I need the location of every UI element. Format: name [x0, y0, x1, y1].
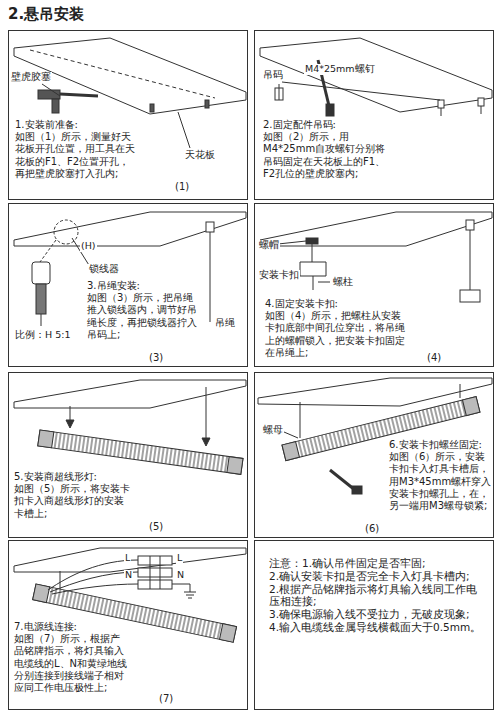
step-text: 3.确保电源输入线不受拉力，无破皮现象; — [269, 608, 485, 621]
step-text: 如图（2）所示，用M4*25mm自攻螺钉分别将吊码固定在天花板上的F1、F2孔位… — [263, 131, 388, 180]
step-text: 如图（7）所示，根据产品铭牌指示，将灯具输入电缆线的L、N和黄绿地线分别连接到接… — [14, 633, 128, 694]
part-label: 螺母 — [262, 425, 284, 436]
step-panel: 4.固定安装卡扣:如图（4）所示，把螺柱从安装卡扣底部中间孔位穿出，将吊绳上的螺… — [254, 203, 494, 367]
callout-number: (4) — [427, 352, 441, 364]
part-label: 安装卡扣 — [258, 270, 300, 281]
step-text: 如图（6）所示，安装卡扣卡入灯具卡槽后，用M3*45mm螺杆穿入安装卡扣螺孔上，… — [389, 451, 493, 512]
step-text: 4.输入电缆线金属导线横截面大于0.5mm。 — [269, 621, 485, 634]
step-heading: 4.固定安装卡扣: — [265, 298, 405, 310]
part-label: 比例：H 5:1 — [14, 330, 71, 341]
callout-number: (6) — [365, 523, 379, 535]
step-text: 2.根据产品铭牌指示将灯具输入线同工作电压相连接; — [269, 583, 485, 609]
part-label: 吊绳 — [214, 318, 236, 329]
page-title: 2.悬吊安装 — [8, 5, 84, 23]
part-label: 吊码 — [262, 70, 284, 81]
part-label: (H) — [80, 241, 97, 252]
part-label: 螺帽 — [258, 240, 280, 251]
step-panel: 2.固定配件吊码:如图（2）所示，用M4*25mm自攻螺钉分别将吊码固定在天花板… — [254, 30, 494, 200]
step-panel: 7.电源线连接:如图（7）所示，根据产品铭牌指示，将灯具输入电缆线的L、N和黄绿… — [8, 540, 248, 710]
step-panel: 1.安装前准备:如图（1）所示，测量好天花板开孔位置，用工具在天花板的F1、F2… — [8, 30, 248, 200]
part-label: 天花板 — [184, 150, 216, 161]
part-label: N — [176, 570, 185, 581]
part-label: 螺柱 — [332, 277, 354, 288]
callout-number: (5) — [149, 521, 163, 533]
step-text: 如图（1）所示，测量好天花板开孔位置，用工具在天花板的F1、F2位置开孔，再把壁… — [15, 131, 135, 180]
step-heading: 1.安装前准备: — [15, 119, 135, 131]
part-label: N — [124, 570, 133, 581]
step-heading: 7.电源线连接: — [14, 621, 128, 633]
step-heading: 6.安装卡扣螺丝固定: — [389, 439, 493, 451]
part-label: L — [124, 553, 131, 564]
step-text: 如图（5）所示，将安装卡扣卡入商超线形灯的安装卡槽上; — [14, 483, 132, 520]
step-heading: 3.吊绳安装: — [87, 280, 197, 292]
step-text: 如图（3）所示，把吊绳推入锁线器内，调节好吊绳长度，再把锁线器拧入吊码上; — [87, 292, 197, 341]
step-heading: 2.固定配件吊码: — [263, 119, 388, 131]
step-panel: 注意：1.确认吊件固定是否牢固;2.确认安装卡扣是否完全卡入灯具卡槽内;2.根据… — [254, 540, 494, 710]
step-heading: 注意：1.确认吊件固定是否牢固; — [269, 557, 485, 570]
part-label: M4*25mm螺钉 — [304, 64, 376, 75]
step-heading: 5.安装商超线形灯: — [14, 471, 132, 483]
step-text: 2.确认安装卡扣是否完全卡入灯具卡槽内; — [269, 570, 485, 583]
part-label: 锁线器 — [88, 264, 120, 275]
callout-number: (3) — [149, 352, 163, 364]
part-label: 壁虎胶塞 — [10, 72, 52, 83]
step-panel: 3.吊绳安装:如图（3）所示，把吊绳推入锁线器内，调节好吊绳长度，再把锁线器拧入… — [8, 203, 248, 367]
part-label: L — [176, 553, 183, 564]
step-panel: 6.安装卡扣螺丝固定:如图（6）所示，安装卡扣卡入灯具卡槽后，用M3*45mm螺… — [254, 372, 494, 538]
step-panel: 5.安装商超线形灯:如图（5）所示，将安装卡扣卡入商超线形灯的安装卡槽上; (5) — [8, 372, 248, 538]
callout-number: (1) — [175, 181, 189, 193]
callout-number: (7) — [159, 693, 173, 705]
step-text: 如图（4）所示，把螺柱从安装卡扣底部中间孔位穿出，将吊绳上的螺帽锁入，把安装卡扣… — [265, 310, 405, 359]
